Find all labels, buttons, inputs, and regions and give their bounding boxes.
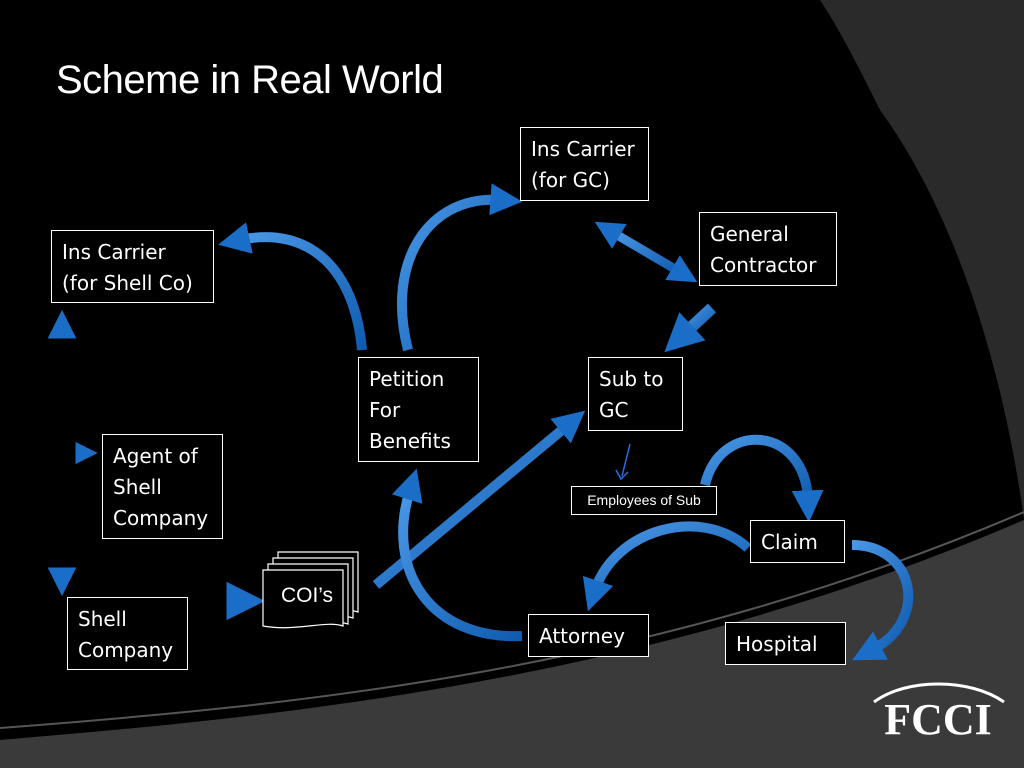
node-hospital: Hospital xyxy=(725,622,846,665)
document-stack-icon xyxy=(262,551,359,629)
arrow-general-contractor-to-sub xyxy=(664,303,717,353)
node-ins-carrier-shell: Ins Carrier (for Shell Co) xyxy=(51,230,214,303)
arrow-petition-to-gc-carrier xyxy=(396,183,523,352)
arrow-attorney-to-petition xyxy=(391,468,523,642)
node-general-contractor: General Contractor xyxy=(699,212,837,286)
arrow-petition-to-shell-carrier xyxy=(218,222,367,351)
node-ins-carrier-gc: Ins Carrier (for GC) xyxy=(520,127,649,201)
arrow-claim-to-hospital xyxy=(851,540,914,661)
arrow-claim-to-attorney xyxy=(582,521,752,612)
coi-label: COI’s xyxy=(280,584,334,607)
logo-text: FCCI xyxy=(884,695,992,744)
slide-title: Scheme in Real World xyxy=(56,58,444,102)
node-claim: Claim xyxy=(750,520,845,563)
node-sub-to-gc: Sub to GC xyxy=(588,357,683,431)
arrow-gc-carrier-to-general-contractor xyxy=(594,221,698,283)
node-shell-company: Shell Company xyxy=(67,597,188,670)
node-attorney: Attorney xyxy=(528,614,649,657)
node-employees-of-sub: Employees of Sub xyxy=(571,486,717,515)
node-petition-for-benefits: Petition For Benefits xyxy=(358,357,479,462)
node-agent-of-shell: Agent of Shell Company xyxy=(102,434,223,539)
arrow-sub-to-employees xyxy=(621,443,631,477)
arrow-employees-to-claim xyxy=(700,434,824,523)
logo-arc-icon xyxy=(873,682,1005,704)
fcci-logo: FCCI xyxy=(866,676,1010,744)
